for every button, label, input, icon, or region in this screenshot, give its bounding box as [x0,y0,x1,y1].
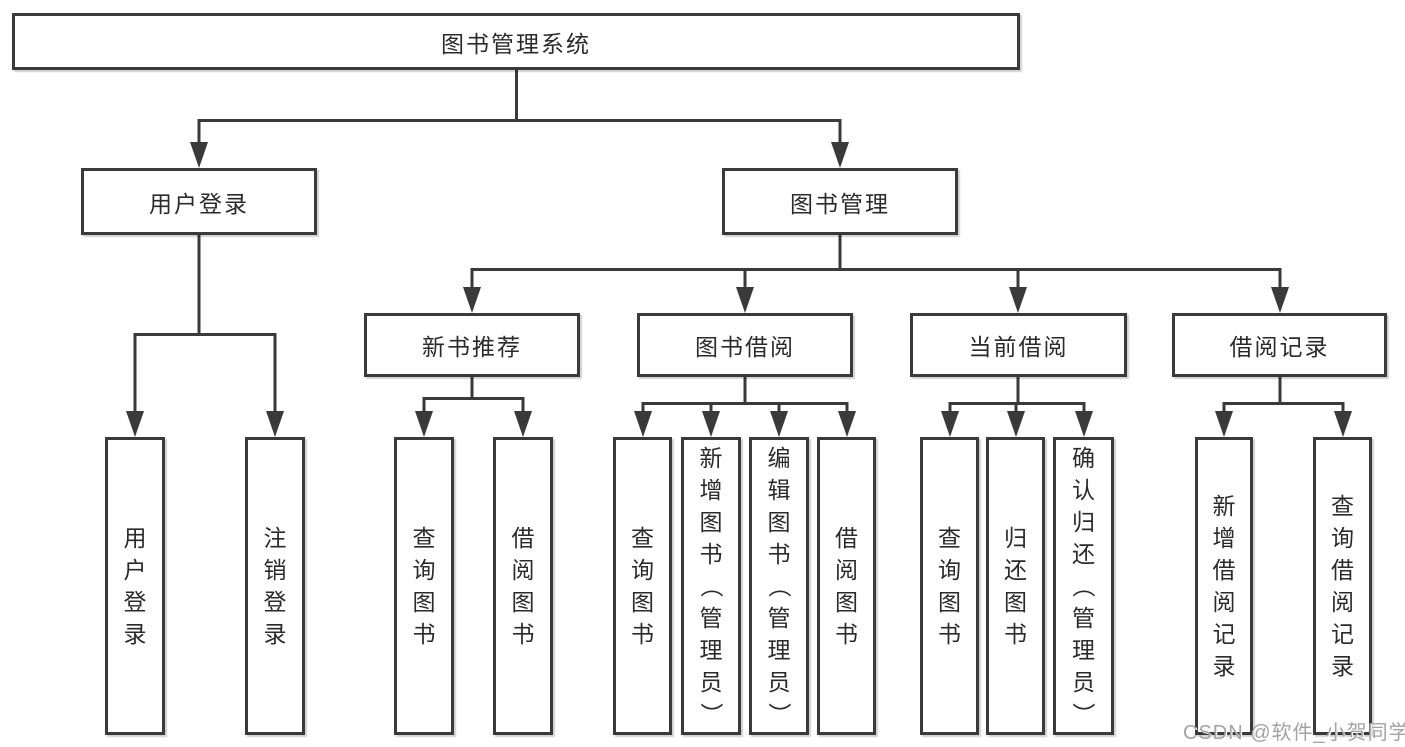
node-library-management-system-label: 图书管理系统 [441,30,591,57]
leaf-borrow-books-borrowing: 借阅图书 [817,437,876,735]
node-user-login: 用户登录 [81,168,317,235]
csdn-watermark: CSDN @软件_小贺同学 [1183,722,1405,744]
node-new-book-recommendation: 新书推荐 [364,313,580,377]
connector-user-login [133,235,277,412]
arrowhead [126,411,144,437]
leaf-add-borrow-record: 新增借阅记录 [1195,437,1253,735]
node-borrowing-records-label: 借阅记录 [1229,334,1330,360]
node-current-borrowing-label: 当前借阅 [968,334,1069,360]
leaf-borrow-books-recommend: 借阅图书 [493,437,553,735]
arrowhead [1075,411,1093,437]
arrowhead [190,142,208,168]
arrowhead [1215,411,1233,437]
node-book-borrowing: 图书借阅 [637,313,853,377]
leaf-return-books: 归还图书 [986,437,1045,735]
node-user-login-label: 用户登录 [149,190,249,217]
node-book-management: 图书管理 [722,168,958,235]
node-library-management-system: 图书管理系统 [12,13,1020,70]
connector-book-borrowing [641,377,849,412]
connector-root [197,70,842,143]
arrowhead [736,287,754,313]
arrowhead [415,411,433,437]
leaf-user-login: 用户登录 [105,437,165,735]
arrowhead [266,411,284,437]
arrowhead [941,411,959,437]
leaf-logout: 注销登录 [245,437,305,735]
connector-book-management [470,235,1282,288]
leaf-edit-books-admin: 编辑图书（管理员） [749,437,809,735]
leaf-query-books-borrowing: 查询图书 [613,437,672,735]
node-current-borrowing: 当前借阅 [910,313,1127,377]
leaf-confirm-return-admin: 确认归还（管理员） [1053,437,1114,735]
leaf-query-books-recommend: 查询图书 [394,437,454,735]
connector-new-book [422,377,525,412]
arrowhead [1334,411,1352,437]
connector-borrowing-records [1222,377,1345,412]
arrowhead [1009,287,1027,313]
arrowhead [1007,411,1025,437]
arrowhead [463,287,481,313]
arrowhead [634,411,652,437]
arrowhead [702,411,720,437]
arrowhead [838,411,856,437]
arrowhead [514,411,532,437]
arrowhead [770,411,788,437]
node-book-borrowing-label: 图书借阅 [695,334,795,360]
leaf-add-books-admin: 新增图书（管理员） [681,437,741,735]
leaf-query-books-current: 查询图书 [920,437,979,735]
arrowhead [831,142,849,168]
leaf-query-borrow-record: 查询借阅记录 [1313,437,1372,735]
connector-current-borrowing [948,377,1086,412]
arrowhead [1271,287,1289,313]
node-book-management-label: 图书管理 [790,190,890,217]
node-borrowing-records: 借阅记录 [1172,313,1387,377]
node-new-book-recommendation-label: 新书推荐 [422,334,522,360]
